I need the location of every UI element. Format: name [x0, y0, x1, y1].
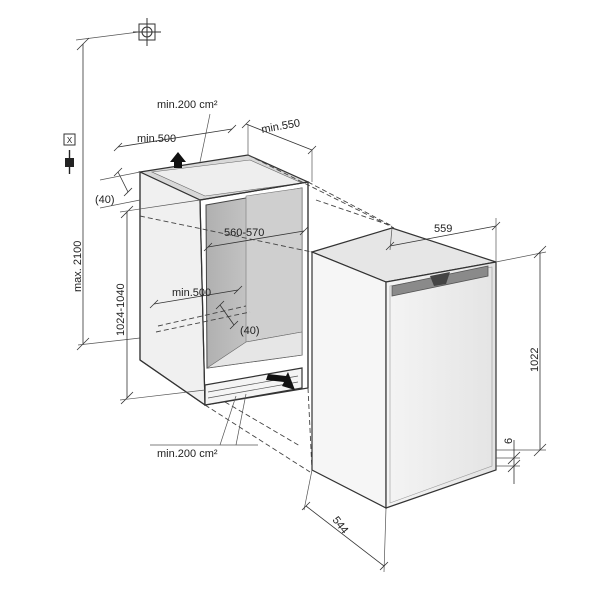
refrigerator-appliance [310, 227, 497, 509]
dim-niche-width [207, 230, 305, 248]
label-niche-width: 560-570 [224, 227, 264, 239]
label-six: 6 [503, 438, 515, 444]
label-niche-height: 1024-1040 [115, 283, 127, 336]
label-min-500-top: min.500 [137, 133, 176, 145]
ceiling-reference-line [75, 31, 140, 41]
label-min-vent-top: min.200 cm² [157, 99, 218, 111]
plug-icon [65, 150, 74, 174]
dimension-six: 6 [496, 438, 521, 484]
leader-vent-top [199, 113, 211, 163]
dimension-max-2100: max. 2100 [72, 37, 141, 351]
dim-min-500-top [117, 128, 233, 148]
label-min-550: min.550 [260, 117, 301, 136]
dim-min-550 [245, 123, 313, 151]
label-min-500-inner: min.500 [172, 287, 211, 299]
dimension-appliance-width: 559 [385, 218, 501, 262]
dimension-appliance-height: 1022 [495, 245, 547, 457]
bottom-vent-arrow-icon [266, 372, 295, 390]
top-vent-arrow-icon [170, 152, 186, 168]
label-appliance-height: 1022 [529, 348, 541, 372]
label-gap-40-inner: (40) [240, 325, 260, 337]
label-min-vent-bottom: min.200 cm² [157, 448, 218, 460]
label-gap-40-top: (40) [95, 194, 115, 206]
niche-cabinet [137, 154, 311, 407]
label-appliance-width: 559 [434, 223, 452, 235]
label-appliance-depth: 544 [330, 514, 351, 536]
label-max-2100: max. 2100 [72, 241, 84, 292]
projection-lines [139, 154, 395, 473]
socket-icon: X [63, 133, 76, 146]
svg-text:X: X [67, 136, 73, 145]
dimension-niche-height: 1024-1040 [115, 199, 206, 405]
